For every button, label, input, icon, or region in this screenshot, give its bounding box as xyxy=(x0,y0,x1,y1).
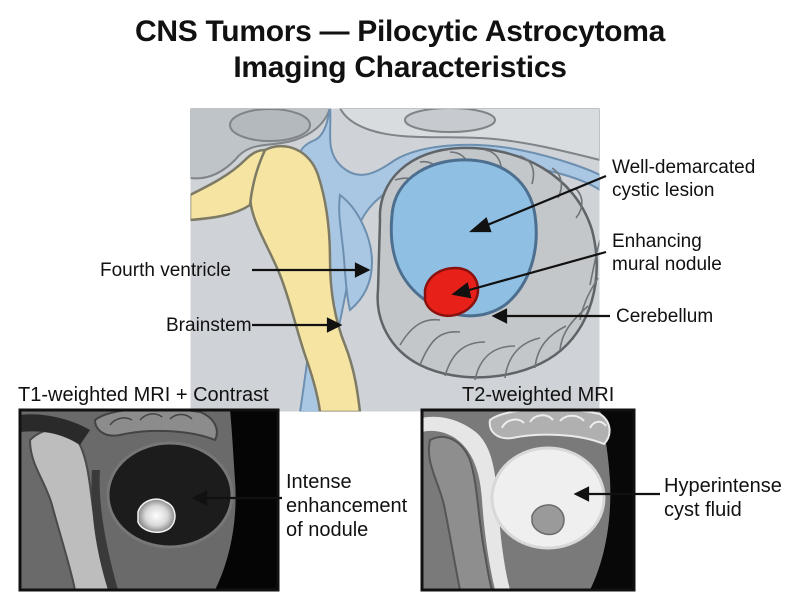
label-nodule: Enhancing mural nodule xyxy=(612,231,722,275)
label-brainstem: Brainstem xyxy=(166,315,252,336)
label-cyst: Well-demarcated cystic lesion xyxy=(612,157,756,201)
page-title: CNS Tumors — Pilocytic Astrocytoma Imagi… xyxy=(0,14,800,86)
title-line-1: CNS Tumors — Pilocytic Astrocytoma xyxy=(135,15,665,48)
cerebrum-gyrus xyxy=(229,108,311,142)
t1-panel-title: T1-weighted MRI + Contrast xyxy=(18,384,269,406)
t2-annotation: Hyperintense cyst fluid xyxy=(664,475,782,521)
t2-brainstem xyxy=(427,435,494,590)
cerebrum-gyrus xyxy=(404,108,496,133)
t1-annotation: Intense enhancement of nodule xyxy=(286,471,408,541)
nodule-shape xyxy=(423,266,480,317)
t2-panel-title: T2-weighted MRI xyxy=(462,384,615,406)
cyst-shape xyxy=(389,158,538,318)
fourth-ventricle-shape xyxy=(338,193,374,312)
t2-nodule xyxy=(531,504,565,536)
brainstem-upper xyxy=(190,148,267,222)
t2-cyst xyxy=(490,446,606,550)
label-fourth-ventricle: Fourth ventricle xyxy=(100,260,231,281)
leader-lines xyxy=(252,174,610,333)
label-cerebellum: Cerebellum xyxy=(616,306,714,327)
t1-nodule xyxy=(137,498,176,534)
title-line-2: Imaging Characteristics xyxy=(233,51,567,84)
